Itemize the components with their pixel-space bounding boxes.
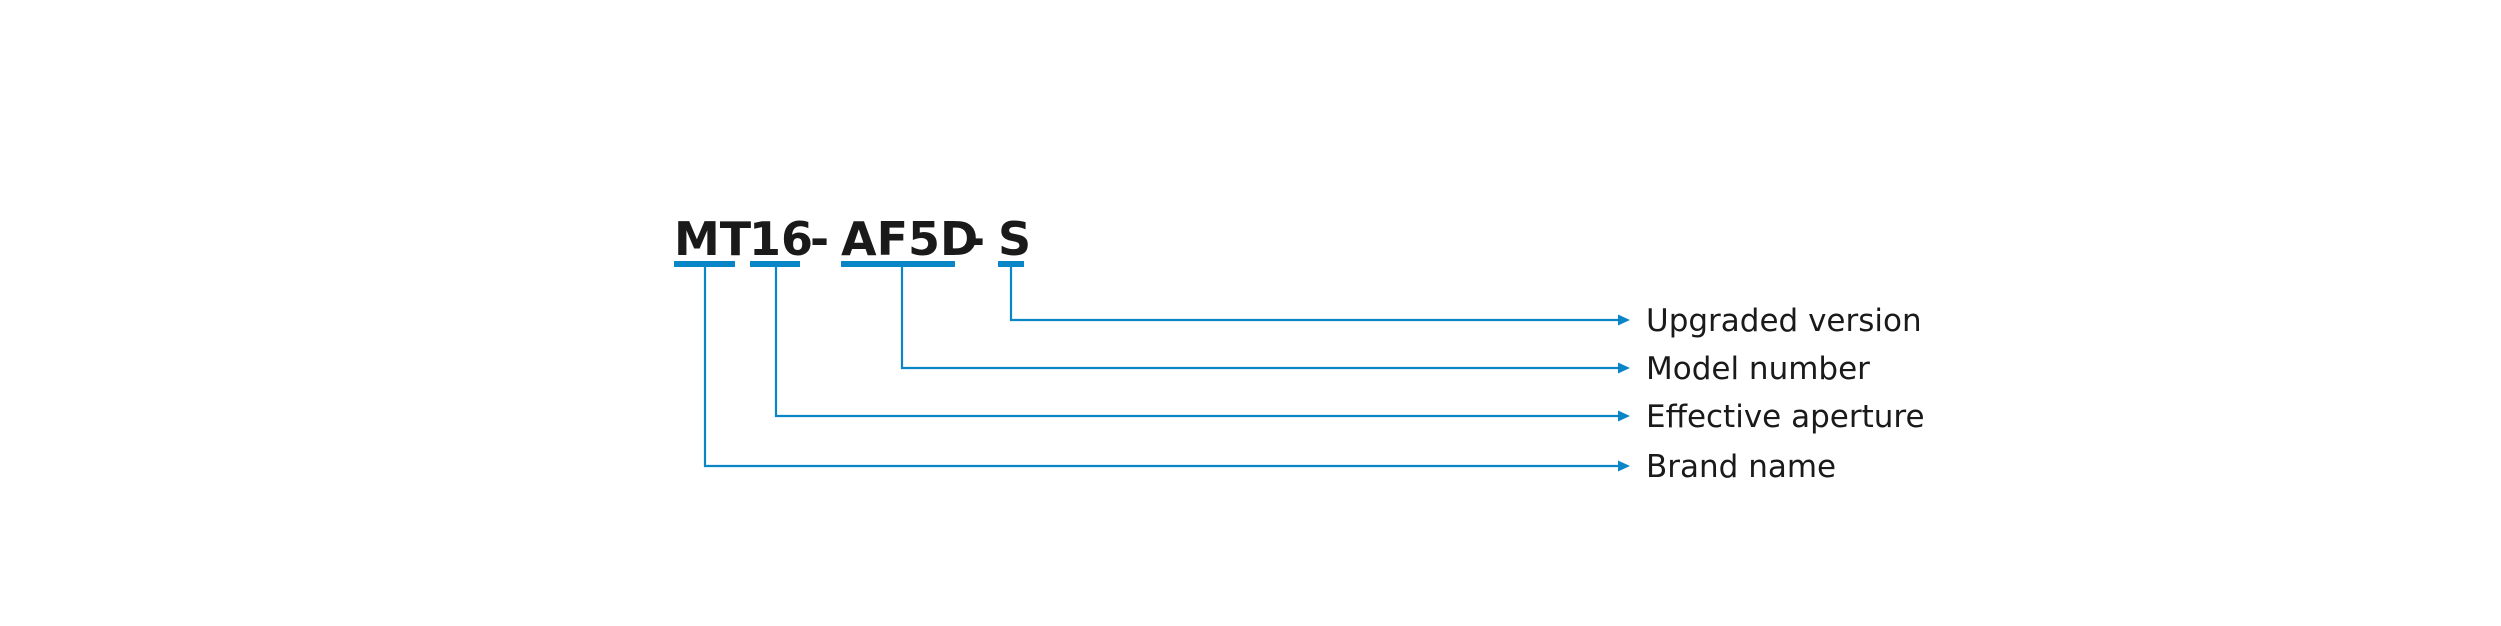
label-model-number: Model number bbox=[1646, 351, 1870, 387]
leader-lines bbox=[703, 267, 1630, 472]
label-upgraded-version: Upgraded version bbox=[1646, 303, 1922, 339]
arrowhead-version bbox=[1618, 314, 1630, 326]
leader-line-brand bbox=[703, 267, 1620, 468]
arrowhead-aperture bbox=[1618, 410, 1630, 422]
code-segment-aperture: 16 bbox=[749, 212, 813, 266]
legend-labels: Upgraded version Model number Effective … bbox=[1646, 303, 1925, 485]
code-segment-brand: MT bbox=[674, 212, 752, 266]
code-segment-model: AF5D bbox=[841, 212, 978, 266]
model-code: MT 16 - AF5D - S bbox=[674, 212, 1031, 266]
underline-aperture bbox=[750, 261, 800, 267]
code-separator-1: - bbox=[810, 212, 829, 266]
underline-brand bbox=[674, 261, 735, 267]
leader-line-aperture bbox=[774, 267, 1620, 418]
leader-line-model bbox=[900, 267, 1620, 370]
leader-line-version bbox=[1009, 267, 1620, 322]
arrowhead-model bbox=[1618, 362, 1630, 374]
underline-model bbox=[841, 261, 955, 267]
segment-underlines bbox=[674, 261, 1024, 267]
label-effective-aperture: Effective aperture bbox=[1646, 399, 1925, 435]
code-separator-2: - bbox=[966, 212, 985, 266]
code-segment-version: S bbox=[998, 212, 1031, 266]
underline-version bbox=[998, 261, 1024, 267]
arrowhead-brand bbox=[1618, 460, 1630, 472]
label-brand-name: Brand name bbox=[1646, 449, 1836, 485]
